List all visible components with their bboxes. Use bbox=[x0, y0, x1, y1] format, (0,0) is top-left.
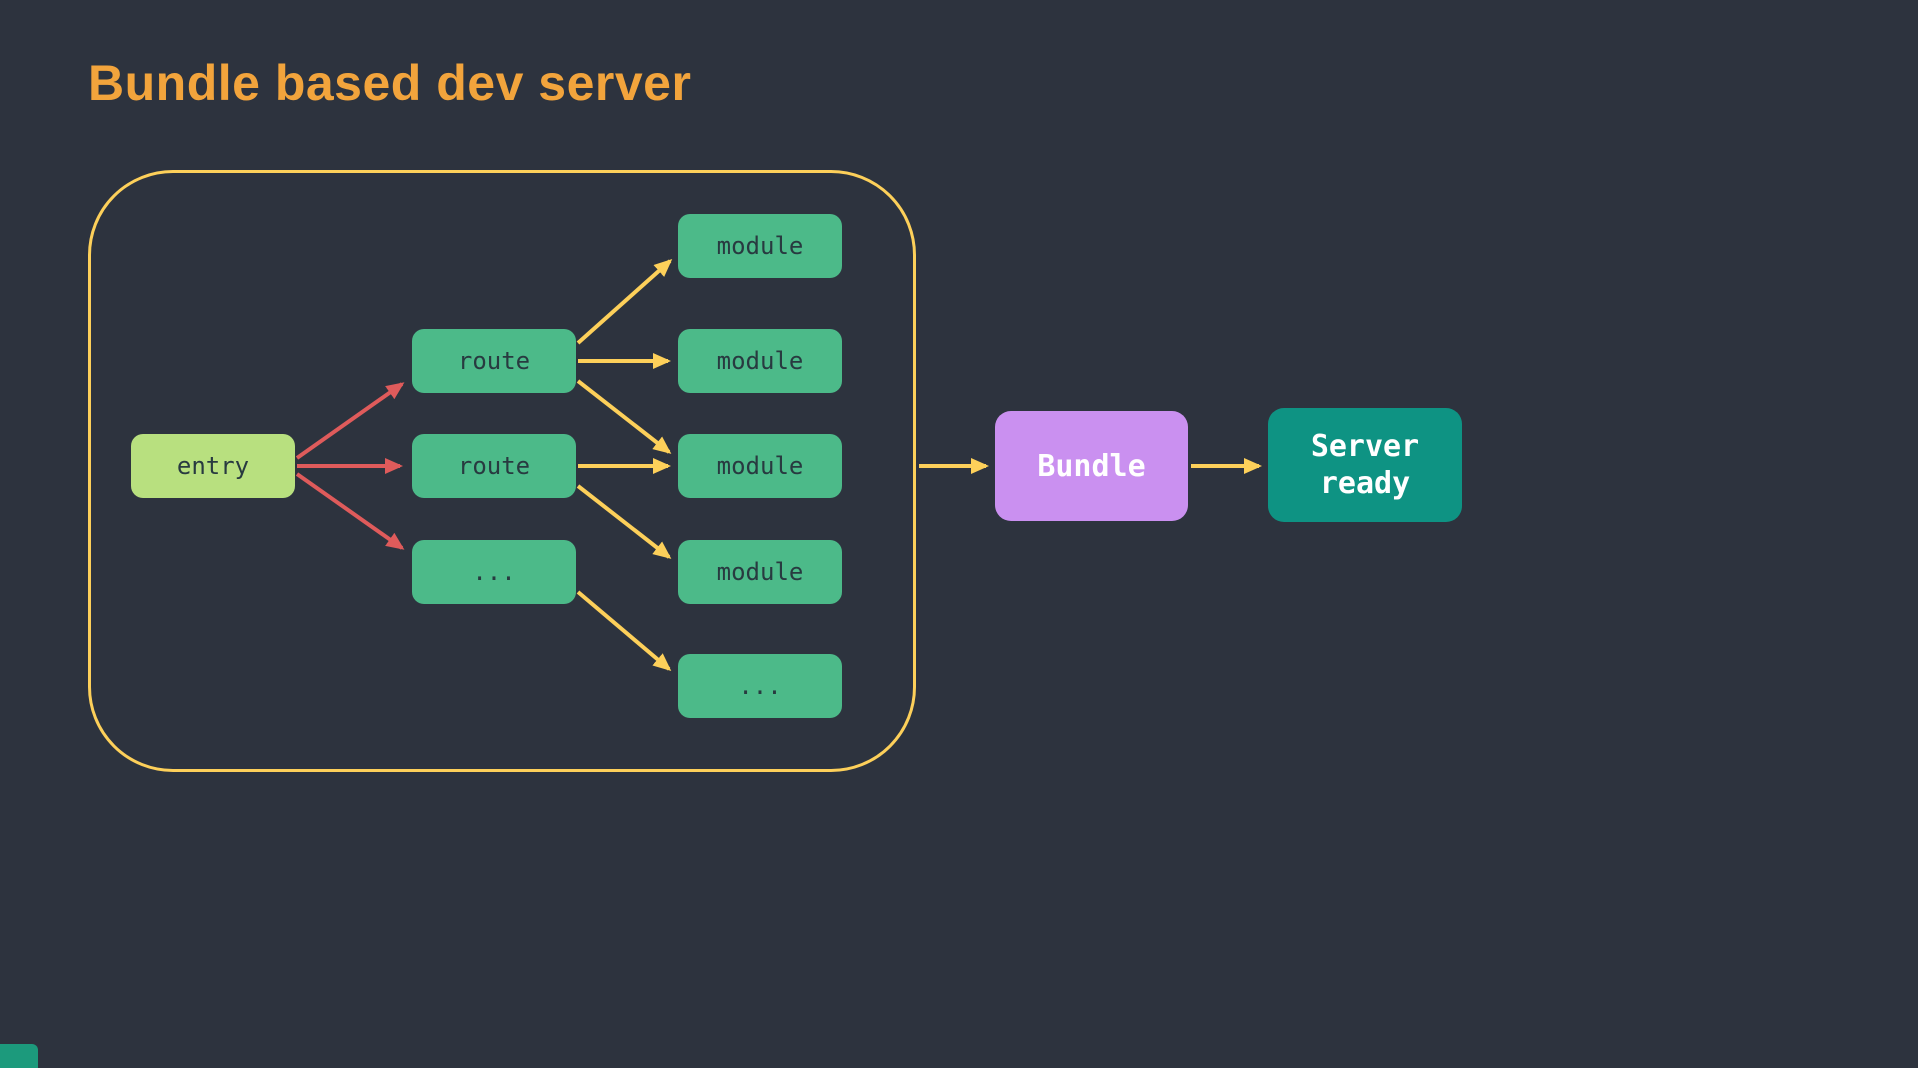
route-node-label: ... bbox=[472, 558, 516, 586]
dev-server-container bbox=[88, 170, 916, 772]
entry-node: entry bbox=[131, 434, 295, 498]
bundle-node: Bundle bbox=[995, 411, 1188, 521]
route-node-label: route bbox=[457, 452, 531, 480]
route-node-ellipsis: ... bbox=[412, 540, 576, 604]
page-title: Bundle based dev server bbox=[88, 55, 692, 111]
module-node-label: module bbox=[716, 232, 804, 260]
module-node-3: module bbox=[678, 434, 842, 498]
module-node-label: module bbox=[716, 347, 804, 375]
entry-node-label: entry bbox=[176, 452, 250, 480]
server-ready-node: Server ready bbox=[1268, 408, 1462, 522]
module-node-2: module bbox=[678, 329, 842, 393]
module-node-label: ... bbox=[738, 672, 782, 700]
module-node-1: module bbox=[678, 214, 842, 278]
module-node-label: module bbox=[716, 558, 804, 586]
module-node-4: module bbox=[678, 540, 842, 604]
route-node-label: route bbox=[457, 347, 531, 375]
offscreen-partial-shape bbox=[0, 1044, 38, 1068]
module-node-label: module bbox=[716, 452, 804, 480]
route-node-1: route bbox=[412, 329, 576, 393]
bundle-node-label: Bundle bbox=[1037, 448, 1146, 484]
module-node-ellipsis: ... bbox=[678, 654, 842, 718]
route-node-2: route bbox=[412, 434, 576, 498]
server-ready-node-label: Server ready bbox=[1310, 428, 1420, 502]
